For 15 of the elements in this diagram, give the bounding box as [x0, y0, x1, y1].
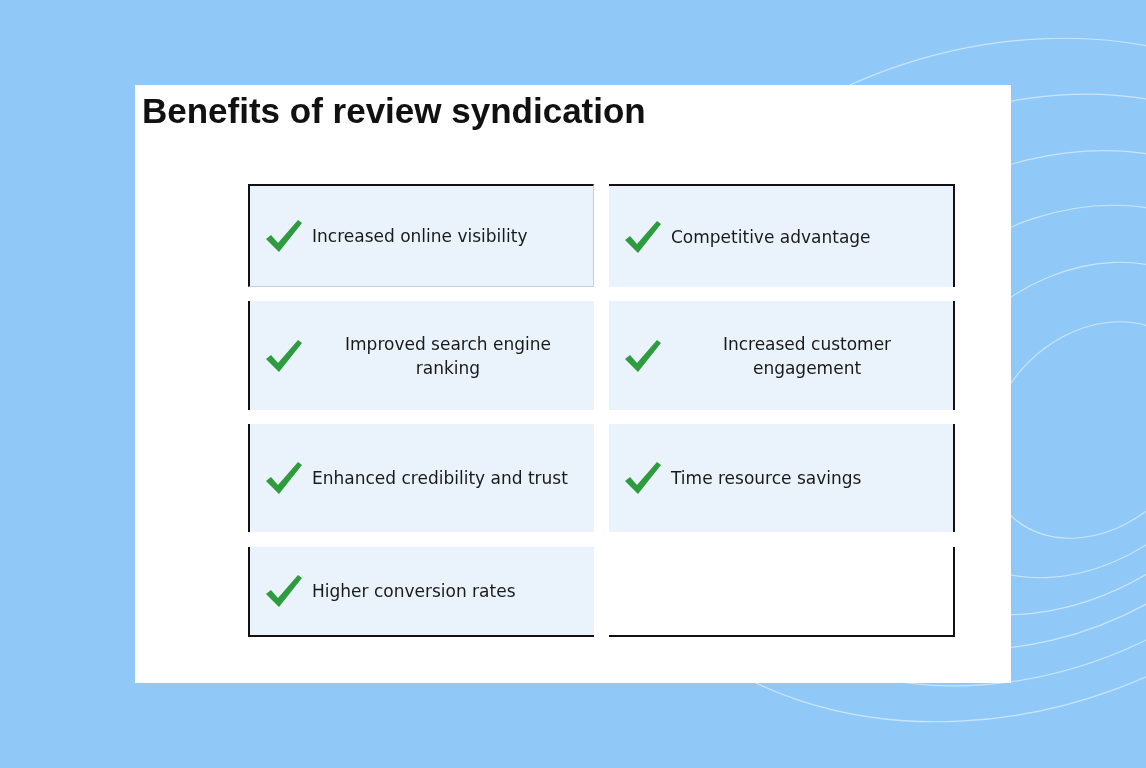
- benefit-text: Increased customer engagement: [721, 332, 893, 380]
- benefit-cell: [609, 301, 955, 410]
- benefit-cell: [609, 184, 955, 287]
- benefit-text: Enhanced credibility and trust: [312, 467, 569, 490]
- benefit-text: Time resource savings: [671, 467, 863, 490]
- benefit-cell: [248, 184, 594, 287]
- benefit-text: Improved search engine ranking: [344, 332, 552, 380]
- benefit-cell: [248, 547, 594, 637]
- benefit-text: Competitive advantage: [671, 225, 872, 249]
- title: Benefits of review syndication: [142, 91, 646, 131]
- benefit-text: Increased online visibility: [312, 225, 529, 248]
- benefit-cell: [609, 424, 955, 532]
- benefit-text: Higher conversion rates: [312, 580, 517, 603]
- benefit-cell: [248, 301, 594, 410]
- benefit-cell: [248, 424, 594, 532]
